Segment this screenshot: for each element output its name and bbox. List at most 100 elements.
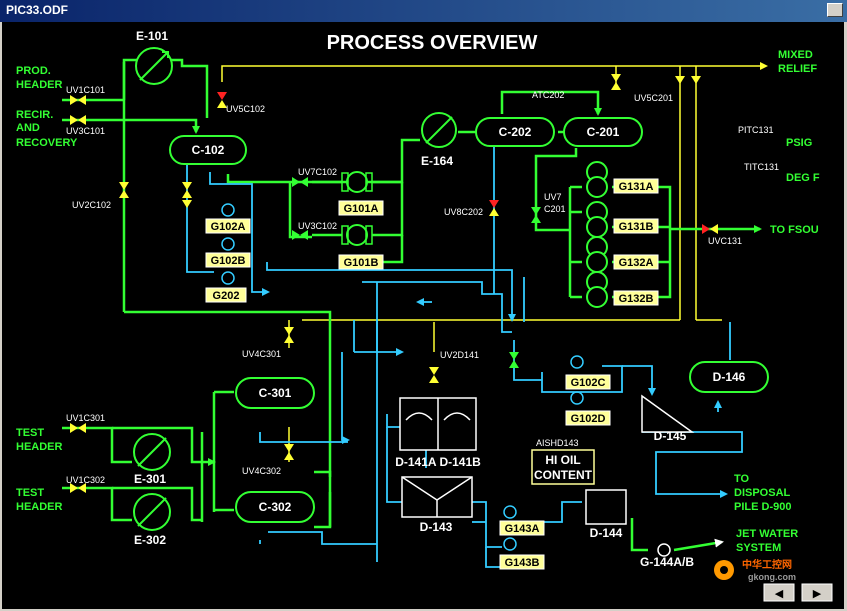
- valve-relief-2[interactable]: [691, 76, 701, 84]
- tag-labels: UV1C101 UV3C101 UV2C102 UV5C102 UV7C102 …: [66, 85, 742, 485]
- pitc131-tag: PITC131: [738, 125, 774, 135]
- window-title: PIC33.ODF: [6, 3, 69, 17]
- pump-g132a[interactable]: G132A: [586, 236, 659, 273]
- vessel-c201[interactable]: C-201: [563, 117, 643, 147]
- pump-g102b[interactable]: G102B: [205, 237, 251, 268]
- uv7c102-tag: UV7C102: [298, 167, 337, 177]
- uv4c302-tag: UV4C302: [242, 466, 281, 476]
- pump-g132b[interactable]: G132B: [586, 271, 659, 308]
- instruments: PITC131 PSIG TITC131 DEG F: [738, 125, 820, 184]
- vessel-c301[interactable]: C-301: [235, 377, 315, 409]
- valve-uv5c102[interactable]: [217, 92, 227, 108]
- pump-g202[interactable]: G202: [205, 271, 247, 303]
- vessel-c102[interactable]: C-102: [169, 135, 247, 165]
- pump-g143b[interactable]: G143B: [499, 537, 545, 570]
- valve-uv1c301[interactable]: [70, 423, 86, 433]
- watermark-url: gkong.com: [748, 572, 796, 582]
- separators[interactable]: D-141A D-141B D-143 D-144 D-145 G-144A/B: [395, 394, 695, 569]
- title-bar[interactable]: PIC33.ODF: [0, 0, 847, 22]
- valve-uv5c201[interactable]: [611, 74, 621, 90]
- hi-oil-alarm[interactable]: HI OIL CONTENT: [531, 449, 595, 485]
- valve-uv7c102[interactable]: [292, 177, 308, 187]
- c301-label: C-301: [259, 386, 292, 400]
- c201-label: C-201: [587, 125, 620, 139]
- d146-label: D-146: [713, 370, 746, 384]
- jet-water-line1: JET WATER: [736, 528, 798, 540]
- exchanger-e101[interactable]: E-101: [135, 29, 173, 85]
- g102b-label: G102B: [211, 255, 246, 267]
- pump-g131a[interactable]: G131A: [586, 161, 659, 198]
- nav-prev-button[interactable]: ◀: [763, 583, 795, 602]
- to-disposal-line3: PILE D-900: [734, 501, 791, 513]
- pump-g101a[interactable]: G101A: [338, 171, 384, 216]
- valve-uv1c302[interactable]: [70, 483, 86, 493]
- recir-line3: RECOVERY: [16, 137, 78, 149]
- exchanger-e302[interactable]: E-302: [133, 493, 171, 547]
- vessel-d146[interactable]: D-146: [689, 361, 769, 393]
- pump-g131b[interactable]: G131B: [586, 201, 659, 238]
- pump-g102d[interactable]: G102D: [565, 391, 611, 426]
- uv1c101-tag: UV1C101: [66, 85, 105, 95]
- valve-uv3c101[interactable]: [70, 115, 86, 125]
- g101a-label: G101A: [344, 203, 379, 215]
- pump-g102c[interactable]: G102C: [565, 355, 611, 390]
- e302-label: E-302: [134, 533, 166, 547]
- uv2d141-tag: UV2D141: [440, 350, 479, 360]
- valve-uv2c102[interactable]: [119, 182, 129, 198]
- c102-label: C-102: [192, 143, 225, 157]
- aishd143-tag: AISHD143: [536, 438, 579, 448]
- atc202-tag: ATC202: [532, 90, 564, 100]
- separator-d141[interactable]: D-141A D-141B: [395, 397, 481, 469]
- uv4c301-tag: UV4C301: [242, 349, 281, 359]
- valve-uv1c101[interactable]: [70, 95, 86, 105]
- window-control-button[interactable]: [827, 3, 843, 17]
- uv2c102-tag: UV2C102: [72, 200, 111, 210]
- vessel-c202[interactable]: C-202: [475, 117, 555, 147]
- g202-label: G202: [213, 290, 240, 302]
- e101-label: E-101: [136, 29, 168, 43]
- g131a-label: G131A: [619, 181, 654, 193]
- heat-exchangers[interactable]: E-101 E-164 E-301 E-302: [133, 29, 457, 547]
- exchanger-e301[interactable]: E-301: [133, 433, 171, 486]
- uv7c201-tag-b: C201: [544, 204, 566, 214]
- uv1c302-tag: UV1C302: [66, 475, 105, 485]
- e164-label: E-164: [421, 154, 453, 168]
- valve-uv2d141[interactable]: [429, 367, 439, 383]
- valve-uv4c302[interactable]: [284, 444, 294, 460]
- valves[interactable]: [70, 74, 718, 493]
- pump-g144ab[interactable]: [657, 543, 671, 557]
- pump-g143a[interactable]: G143A: [499, 505, 545, 536]
- c202-label: C-202: [499, 125, 532, 139]
- valve-c102-bottom[interactable]: [182, 182, 192, 198]
- valve-uv4c301[interactable]: [284, 327, 294, 343]
- hi-oil-text-1: HI OIL: [545, 453, 580, 467]
- valve-uv7c201[interactable]: [531, 207, 541, 223]
- vessels[interactable]: C-102 C-202 C-201 C-301 C-302 D-146: [169, 117, 769, 523]
- uv5c102-tag: UV5C102: [226, 104, 265, 114]
- uv3c102-tag: UV3C102: [298, 221, 337, 231]
- nav-next-button[interactable]: ▶: [801, 583, 833, 602]
- g143b-label: G143B: [505, 557, 540, 569]
- d145-label: D-145: [654, 429, 687, 443]
- valve-d146-feed[interactable]: [509, 352, 519, 368]
- vessel-c302[interactable]: C-302: [235, 491, 315, 523]
- valve-uv8c202[interactable]: [489, 200, 499, 216]
- mixed-relief-line2: RELIEF: [778, 63, 817, 75]
- pump-g102a[interactable]: G102A: [205, 203, 251, 234]
- separator-d143[interactable]: D-143: [401, 476, 473, 534]
- titc131-unit: DEG F: [786, 172, 820, 184]
- tank-d144[interactable]: D-144: [585, 489, 627, 540]
- valve-c102-mid[interactable]: [182, 200, 192, 208]
- jet-water-line2: SYSTEM: [736, 542, 781, 554]
- test-header2-line2: HEADER: [16, 501, 63, 513]
- valve-uv3c102[interactable]: [292, 230, 308, 240]
- tank-d145[interactable]: D-145: [641, 394, 695, 443]
- pumps[interactable]: G101A G101B G102A G102B: [205, 161, 671, 570]
- pitc131-unit: PSIG: [786, 137, 812, 149]
- valve-relief-1[interactable]: [675, 76, 685, 84]
- exchanger-e164[interactable]: E-164: [421, 112, 457, 168]
- g102a-label: G102A: [211, 221, 246, 233]
- pump-g101b[interactable]: G101B: [338, 224, 384, 270]
- stream-labels: PROD. HEADER RECIR. AND RECOVERY TEST HE…: [16, 49, 819, 554]
- valve-uvc131[interactable]: [702, 224, 718, 234]
